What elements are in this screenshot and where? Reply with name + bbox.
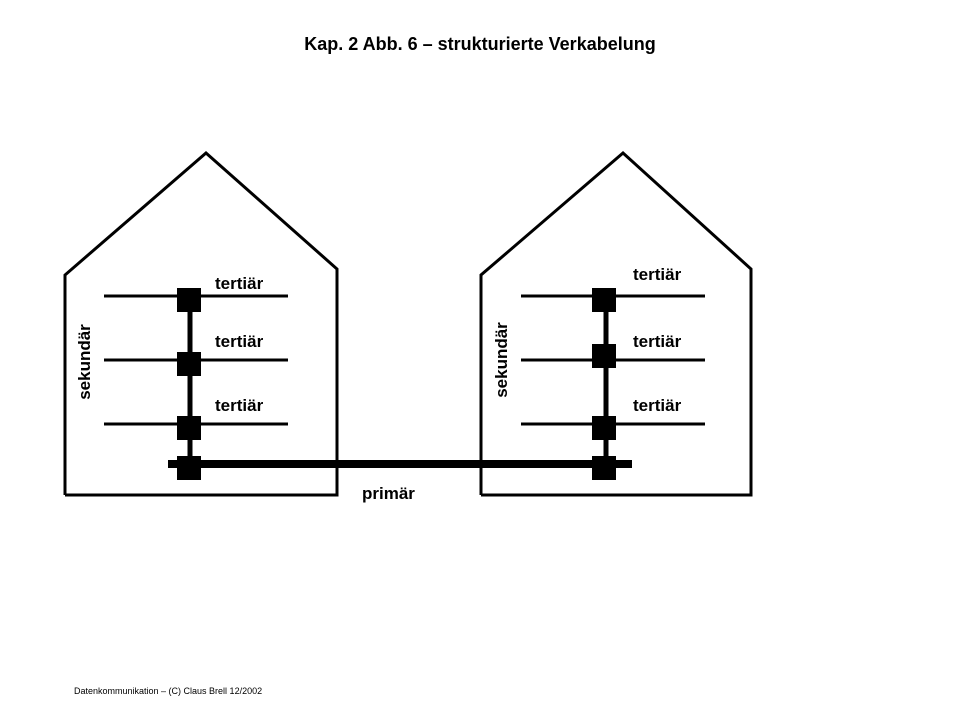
tertiary-label: tertiär: [215, 332, 264, 351]
building-left-outline: [63, 151, 339, 497]
distributor-node: [592, 344, 616, 368]
secondary-label: sekundär: [75, 324, 94, 400]
tertiary-label: tertiär: [215, 274, 264, 293]
tertiary-label: tertiär: [633, 396, 682, 415]
footer-copyright: Datenkommunikation – (C) Claus Brell 12/…: [74, 686, 263, 696]
distributor-node: [177, 416, 201, 440]
tertiary-label: tertiär: [215, 396, 264, 415]
distributor-node: [177, 352, 201, 376]
tertiary-label: tertiär: [633, 265, 682, 284]
primary-label: primär: [362, 484, 415, 503]
distributor-node: [592, 416, 616, 440]
tertiary-label: tertiär: [633, 332, 682, 351]
building-right-outline: [479, 150, 753, 497]
page-title: Kap. 2 Abb. 6 – strukturierte Verkabelun…: [304, 34, 656, 54]
distributor-node: [592, 288, 616, 312]
distributor-node: [592, 456, 616, 480]
distributor-node: [177, 456, 201, 480]
distributor-node: [177, 288, 201, 312]
secondary-label: sekundär: [492, 322, 511, 398]
